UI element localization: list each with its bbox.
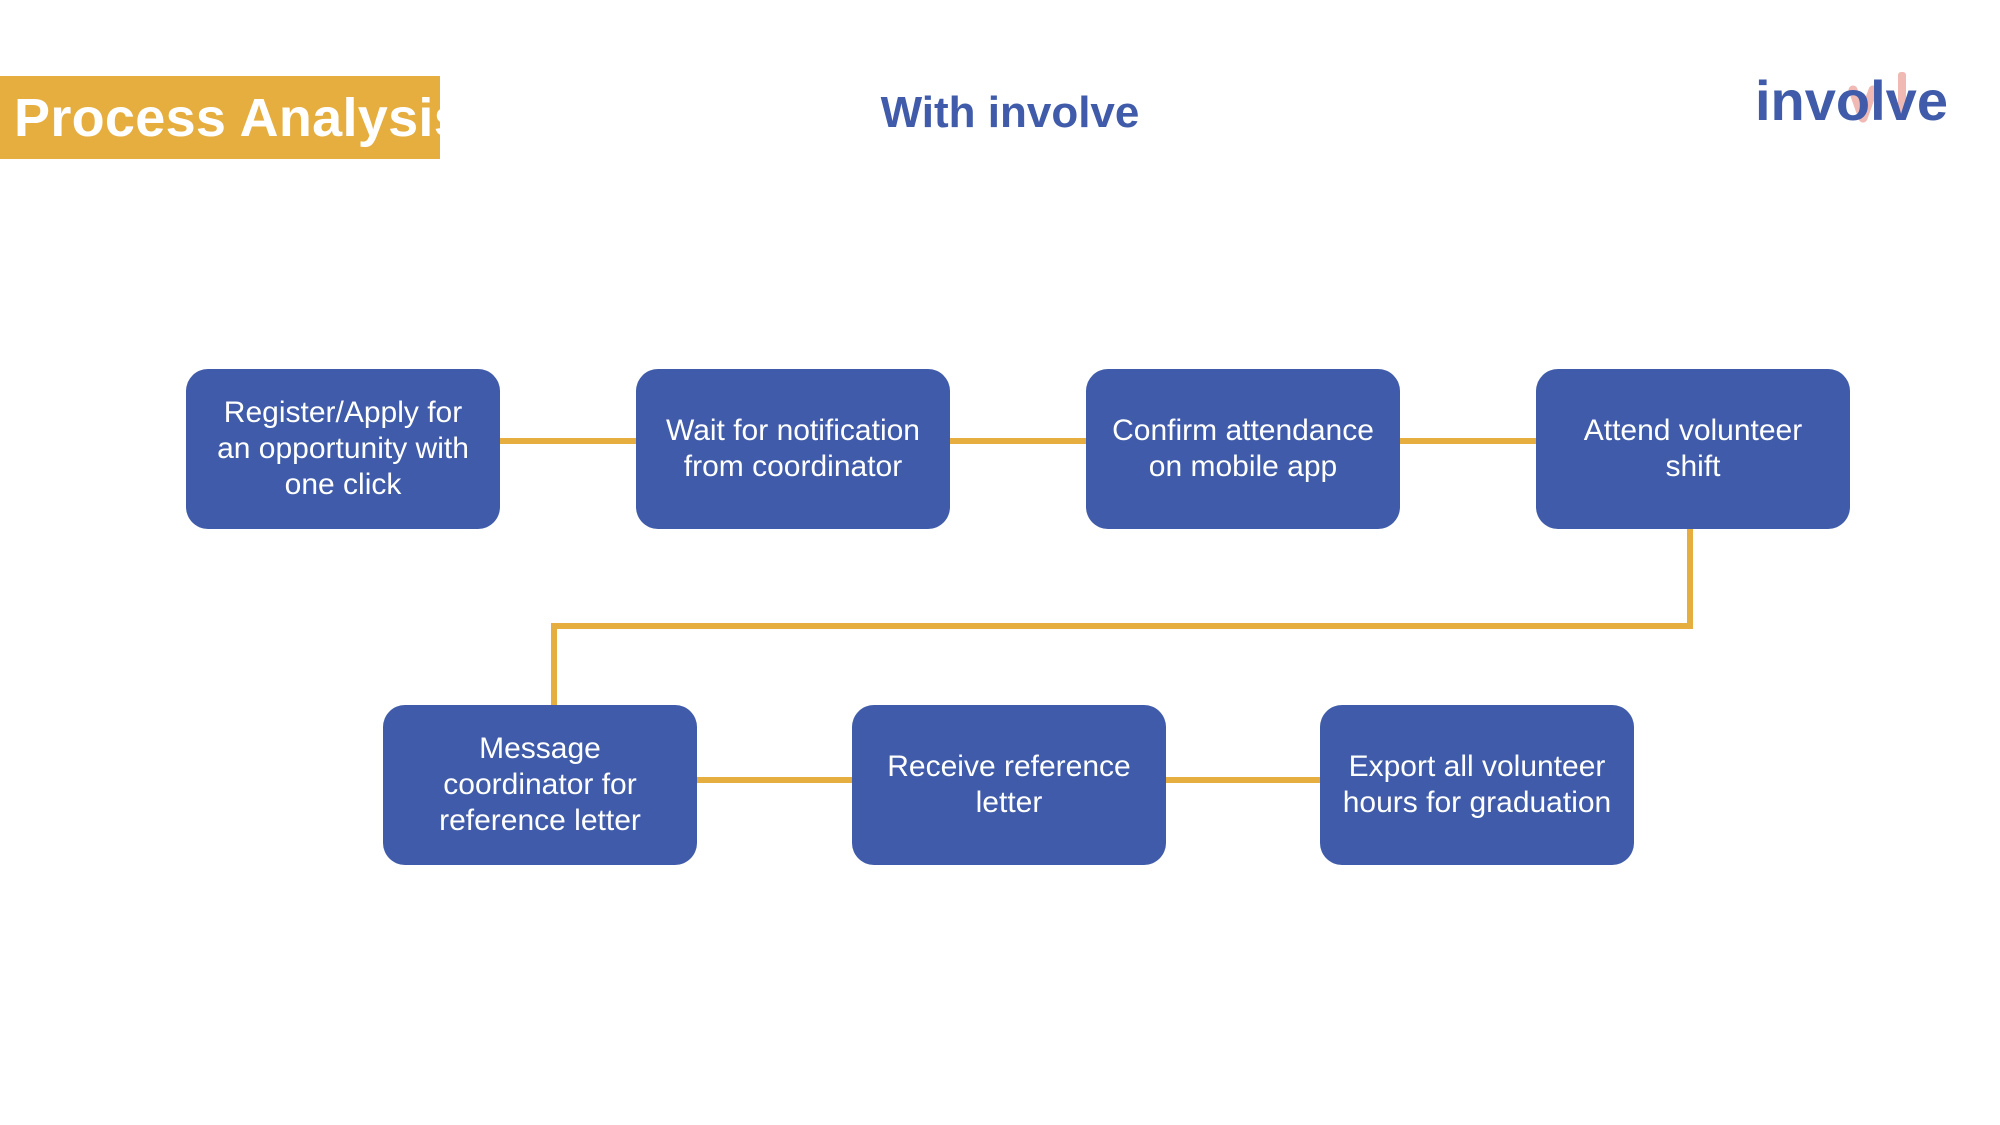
flow-step-label: Attend volunteer shift [1583, 414, 1803, 483]
flow-step-5: Message coordinator for reference letter [383, 705, 697, 865]
flow-step-label: Register/Apply for an opportunity with o… [217, 396, 469, 501]
flow-step-label: Wait for notification from coordinator [666, 414, 920, 483]
flow-step-7: Export all volunteer hours for graduatio… [1320, 705, 1634, 865]
flow-step-6: Receive reference letter [852, 705, 1166, 865]
flow-step-3: Confirm attendance on mobile app [1086, 369, 1400, 529]
page-title: Process Analysis [14, 87, 465, 148]
title-banner: Process Analysis [0, 76, 464, 159]
involve-logo: involve [1755, 69, 1948, 132]
connector-4-5 [551, 527, 1693, 705]
flow-step-label: Receive reference letter [887, 750, 1131, 819]
flow-step-2: Wait for notification from coordinator [636, 369, 950, 529]
flow-step-label: Message coordinator for reference letter [439, 732, 641, 837]
flow-step-4: Attend volunteer shift [1536, 369, 1850, 529]
flow-step-1: Register/Apply for an opportunity with o… [186, 369, 500, 529]
flow-step-label: Export all volunteer hours for graduatio… [1342, 750, 1612, 819]
flow-step-label: Confirm attendance on mobile app [1112, 414, 1374, 483]
logo-wordmark: involve [1755, 69, 1948, 132]
page-subtitle: With involve [880, 88, 1140, 137]
